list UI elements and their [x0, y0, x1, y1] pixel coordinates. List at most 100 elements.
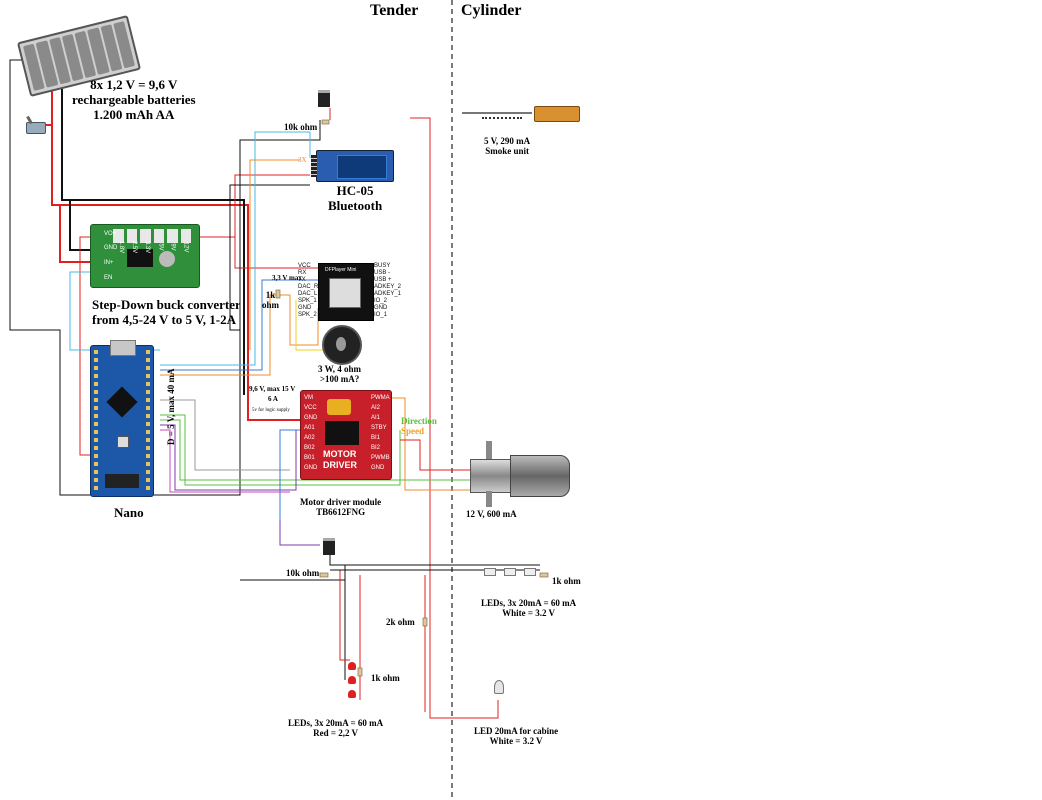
resistor-led-label: 10k ohm	[286, 568, 320, 578]
buck-label-2: from 4,5-24 V to 5 V, 1-2A	[92, 311, 236, 327]
md-left-pin-2: VCC	[304, 405, 317, 411]
buck-volt-3: 3.3V	[144, 240, 151, 254]
white-led-1	[484, 568, 496, 576]
led-wires	[330, 569, 540, 712]
red-leds-label-1: LEDs, 3x 20mA = 60 mA	[288, 718, 384, 728]
battery-label: 8x 1,2 V = 9,6 V rechargeable batteries …	[72, 77, 196, 123]
md-left-pin-4: A01	[304, 425, 315, 431]
buck-volt-4: 5V	[157, 243, 164, 251]
buck-volt-6: 12V	[182, 241, 189, 253]
red-led-3	[348, 690, 356, 698]
speaker-label: 3 W, 4 ohm >100 mA?	[318, 364, 361, 385]
motor-driver-direction: Direction	[401, 416, 437, 426]
transistor-smoke	[318, 90, 330, 107]
df-right-pin-2: USB -	[374, 270, 391, 276]
cabin-led-label-2: White = 3.2 V	[489, 736, 543, 747]
buck-label-1: Step-Down buck converter	[92, 297, 241, 312]
buck-pin-in: IN+	[104, 260, 114, 266]
df-right-pin-1: BUSY	[374, 263, 391, 269]
buck-volt-5: 9V	[169, 243, 176, 251]
motor-driver-label-1: Motor driver module	[300, 497, 382, 507]
md-right-pin-7: PWMB	[371, 455, 390, 461]
speaker-label-2: >100 mA?	[319, 374, 360, 385]
df-left-pin-8: SPK_2	[298, 312, 317, 318]
motor-driver-logic: 5v for logic supply	[252, 408, 290, 413]
white-led-2	[504, 568, 516, 576]
cylinder-heading: Cylinder	[461, 2, 522, 19]
df-left-pin-4: DAC_R	[298, 284, 319, 290]
red-led-2	[348, 676, 356, 684]
smoke-unit	[462, 104, 580, 126]
buck-converter: VO+ GND IN+ EN 1.8V 2.5V 3.3V 5V 9V 12V	[90, 224, 200, 288]
motor-driver-label: Motor driver module TB6612FNG	[300, 497, 381, 518]
battery-label-3: 1.200 mAh AA	[93, 106, 175, 122]
md-left-pin-5: A02	[304, 435, 315, 441]
resistor-df-label-2: ohm	[262, 300, 280, 311]
df-left-pin-3: TX	[298, 277, 306, 283]
motor-driver-board: MOTOR DRIVER VM VCC GND A01 A02 B02 B01 …	[300, 390, 392, 480]
dfplayer-title: DFPlayer Mini	[325, 267, 357, 273]
motor-driver-current: 6 A	[268, 395, 278, 403]
motor-driver-title-1: MOTOR	[323, 449, 357, 459]
red-leds-label: LEDs, 3x 20mA = 60 mA Red = 2,2 V	[288, 718, 383, 739]
cabin-led-label: LED 20mA for cabine White = 3.2 V	[474, 726, 558, 747]
motor-driver-label-2: TB6612FNG	[316, 507, 366, 518]
tender-heading: Tender	[370, 2, 419, 19]
resistor-cab-label: 2k ohm	[386, 617, 415, 627]
md-right-pin-6: BI2	[371, 445, 381, 451]
dfplayer-module: DFPlayer Mini	[318, 263, 374, 321]
arduino-nano	[90, 340, 154, 497]
buck-volt-2: 2.5V	[131, 240, 138, 254]
battery-label-1: 8x 1,2 V = 9,6 V	[90, 77, 178, 92]
white-leds-label: LEDs, 3x 20mA = 60 mA White = 3.2 V	[481, 598, 576, 619]
speaker-label-1: 3 W, 4 ohm	[318, 364, 362, 374]
toggle-switch[interactable]	[26, 122, 46, 134]
buck-pin-en: EN	[104, 275, 113, 281]
white-leds-label-2: White = 3.2 V	[502, 608, 556, 619]
white-leds-label-1: LEDs, 3x 20mA = 60 mA	[481, 598, 577, 608]
power-wires	[40, 78, 300, 421]
md-right-pin-2: AI2	[371, 405, 381, 411]
hc05-label: HC-05 Bluetooth	[328, 183, 383, 214]
resistor-white-label: 1k ohm	[552, 576, 581, 586]
md-left-pin-7: B01	[304, 455, 315, 461]
resistor-df-label: 1k ohm	[262, 290, 279, 311]
buck-pin-vout: VO+	[104, 231, 117, 237]
cabin-led-label-1: LED 20mA for cabine	[474, 726, 559, 736]
cabin-led	[494, 680, 504, 694]
hc05-tag: 3X	[298, 156, 307, 164]
df-left-pin-6: SPK_1	[298, 298, 317, 304]
motor-label: 12 V, 600 mA	[466, 509, 517, 519]
hc05-module	[311, 150, 394, 182]
motor-driver-title-2: DRIVER	[323, 460, 358, 470]
nano-label: Nano	[114, 505, 144, 520]
resistor-red-label: 1k ohm	[371, 673, 400, 683]
df-left-pin-2: RX	[298, 270, 307, 276]
hc05-name: HC-05	[336, 183, 374, 198]
md-right-pin-5: BI1	[371, 435, 381, 441]
resistor-smoke-label: 10k ohm	[284, 122, 318, 132]
smoke-label-2: Smoke unit	[485, 146, 529, 157]
md-left-pin-8: GND	[304, 465, 318, 471]
md-right-pin-3: AI1	[371, 415, 381, 421]
df-right-pin-7: GND	[374, 305, 388, 311]
df-left-pin-1: VCC	[298, 263, 311, 269]
dfplayer-voltage: 3,3 V max	[272, 274, 302, 282]
md-left-pin-3: GND	[304, 415, 318, 421]
md-right-pin-1: PWMA	[371, 395, 390, 401]
resistor-df-label-1: 1k	[265, 290, 276, 300]
df-right-pin-6: IO_2	[374, 298, 388, 304]
red-leds-label-2: Red = 2,2 V	[313, 728, 359, 739]
hc05-sub: Bluetooth	[328, 197, 383, 213]
md-right-pin-4: STBY	[371, 425, 387, 431]
df-left-pin-5: DAC_L	[298, 291, 318, 297]
nano-supply-label: D = 5 V, max 40 mA	[166, 368, 176, 445]
df-right-pin-5: ADKEY_1	[374, 291, 402, 297]
df-right-pin-4: ADKEY_2	[374, 284, 402, 290]
motor-driver-speed: Speed	[401, 426, 425, 436]
md-right-pin-8: GND	[371, 465, 385, 471]
motor-driver-supply: 9,6 V, max 15 V	[249, 385, 296, 393]
white-led-3	[524, 568, 536, 576]
